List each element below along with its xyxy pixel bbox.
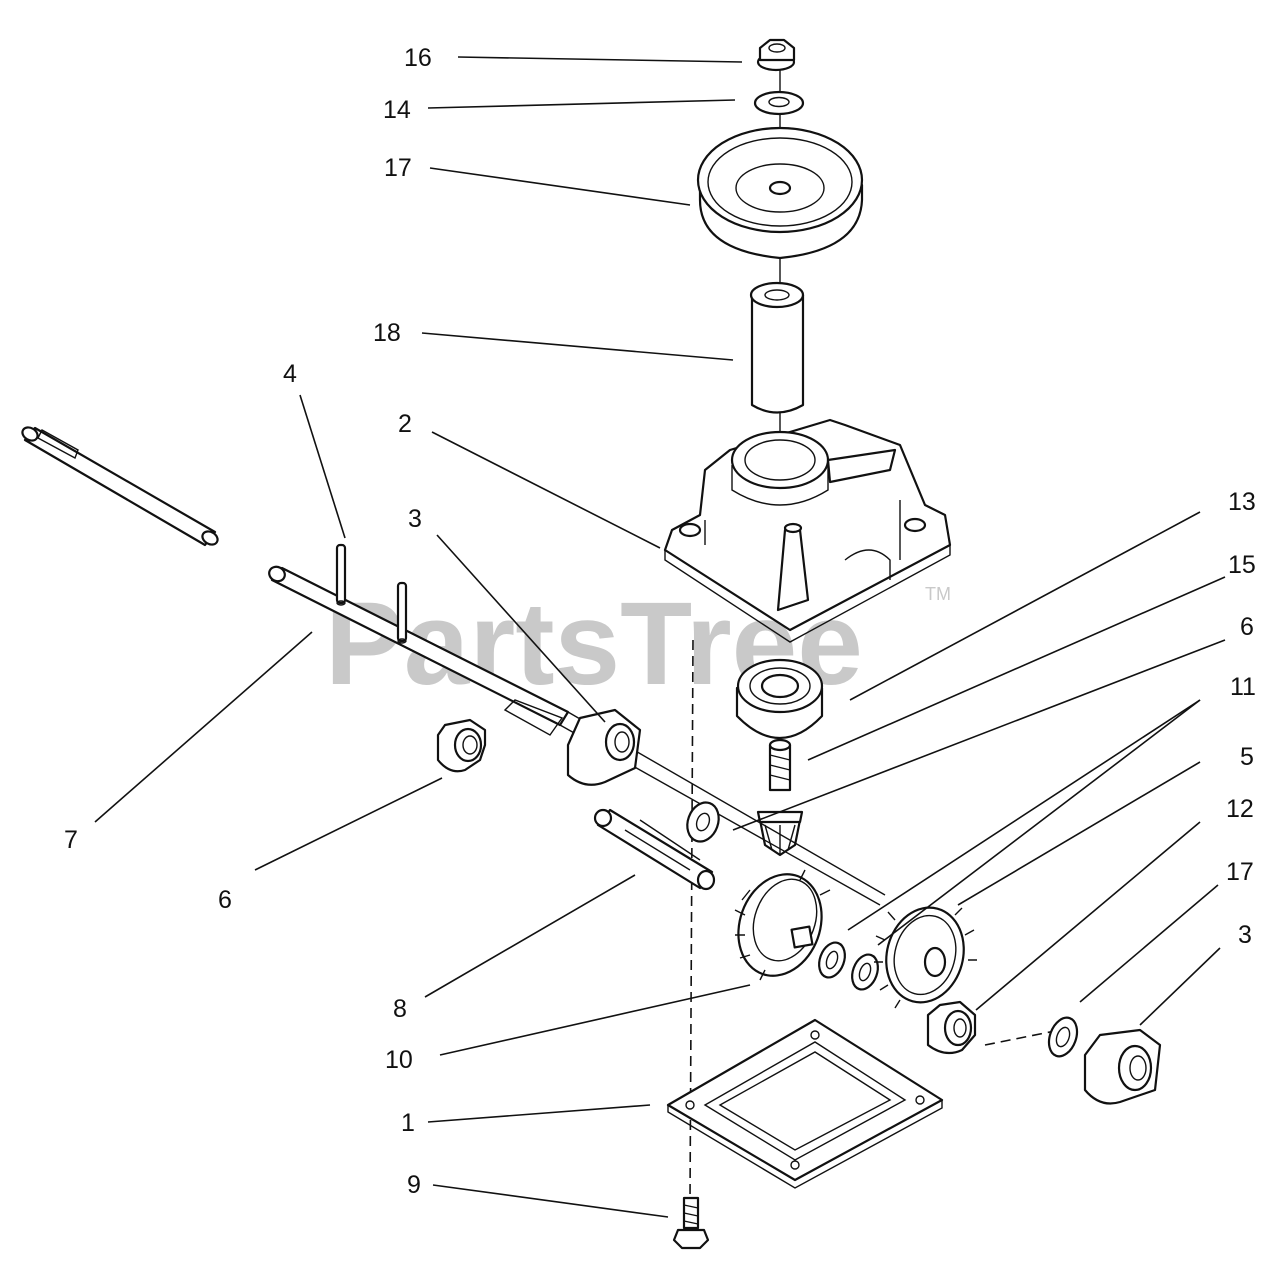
part-16-flange-nut[interactable] — [756, 38, 796, 72]
leader-lines — [94, 56, 1226, 1218]
callout-4: 4 — [283, 360, 297, 388]
part-14-washer[interactable] — [753, 90, 805, 116]
callout-17-washer: 17 — [1226, 858, 1254, 886]
part-9-bolt[interactable] — [672, 1196, 710, 1250]
callout-3-right: 3 — [1238, 921, 1252, 949]
part-18-sleeve[interactable] — [749, 281, 805, 414]
part-17-washer-right[interactable] — [1044, 1014, 1082, 1060]
callout-labels: 16 14 17 18 4 2 3 13 15 6 11 5 12 17 3 7… — [64, 44, 1256, 1199]
callout-17-pulley: 17 — [384, 154, 412, 182]
callout-13: 13 — [1228, 488, 1256, 516]
callout-2: 2 — [398, 410, 412, 438]
callout-3-center: 3 — [408, 505, 422, 533]
callout-12: 12 — [1226, 795, 1254, 823]
callout-16: 16 — [404, 44, 432, 72]
callout-10: 10 — [385, 1046, 413, 1074]
callout-5: 5 — [1240, 743, 1254, 771]
part-15-pinion-bolt[interactable] — [768, 738, 792, 792]
part-5-spur-gear[interactable] — [874, 899, 977, 1011]
callout-6-washer: 6 — [1240, 613, 1254, 641]
part-7-shaft-loose[interactable] — [20, 425, 220, 547]
callout-11: 11 — [1230, 673, 1256, 701]
part-6-bearing-block-left[interactable] — [436, 718, 487, 773]
part-11-washers[interactable] — [815, 939, 883, 993]
part-4-roll-pins[interactable] — [335, 543, 408, 644]
part-10-bevel-gear[interactable] — [725, 862, 836, 987]
part-2-gear-housing[interactable] — [663, 418, 952, 643]
axle-extension-line — [984, 1029, 1061, 1046]
part-3-bearing-block-center[interactable] — [566, 708, 642, 786]
callout-9: 9 — [407, 1171, 421, 1199]
callout-1: 1 — [401, 1109, 415, 1137]
callout-6-block: 6 — [218, 886, 232, 914]
callout-15: 15 — [1228, 551, 1256, 579]
part-6-axle-washer[interactable] — [682, 798, 724, 846]
part-1-cover-plate[interactable] — [666, 1018, 944, 1189]
part-13-bearing[interactable] — [735, 658, 824, 739]
watermark-trademark: TM — [925, 584, 951, 604]
callout-8: 8 — [393, 995, 407, 1023]
callout-18: 18 — [373, 319, 401, 347]
part-3-bearing-block-right[interactable] — [1083, 1028, 1162, 1105]
callout-14: 14 — [383, 96, 411, 124]
part-17-pulley[interactable] — [696, 126, 864, 260]
callout-7: 7 — [64, 826, 78, 854]
part-12-bearing-block[interactable] — [926, 1000, 977, 1055]
part-8-countershaft[interactable] — [593, 808, 716, 891]
